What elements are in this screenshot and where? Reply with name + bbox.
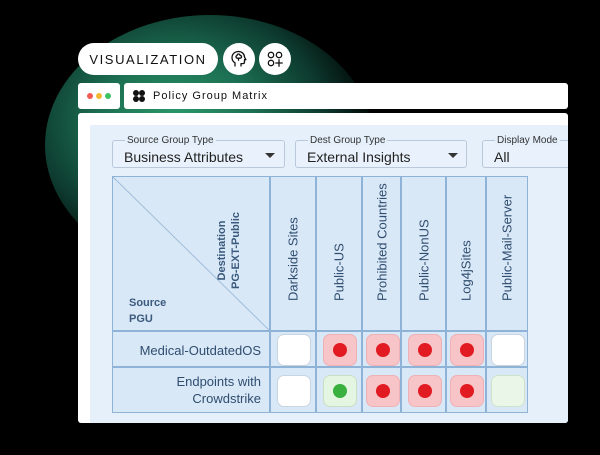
dest-group-type-dropdown[interactable]: Dest Group Type External Insights <box>295 135 467 168</box>
maximize-window-dot[interactable] <box>105 93 111 99</box>
close-window-dot[interactable] <box>87 93 93 99</box>
policy-status-lightgreen[interactable] <box>491 375 525 407</box>
matrix-cell[interactable] <box>270 367 316 413</box>
source-value: PGU <box>129 313 153 325</box>
policy-status-green[interactable] <box>323 375 357 407</box>
matrix-cell[interactable] <box>401 367 446 413</box>
column-header-label: Prohibited Countries <box>374 183 389 301</box>
minimize-window-dot[interactable] <box>96 93 102 99</box>
policy-status-empty[interactable] <box>491 334 525 366</box>
deny-dot-icon <box>418 343 432 357</box>
chevron-down-icon <box>448 153 458 158</box>
column-header-label: Log4jSites <box>458 240 474 301</box>
source-group-type-label: Source Group Type <box>125 135 216 146</box>
policy-status-red[interactable] <box>366 375 400 407</box>
policy-status-red[interactable] <box>408 375 442 407</box>
destination-label: Destination <box>216 220 228 281</box>
corner-destination: Destination PG-EXT-Public <box>215 212 243 289</box>
matrix-cell[interactable] <box>486 367 528 413</box>
matrix-corner-cell: Destination PG-EXT-Public Source PGU <box>112 176 270 331</box>
window-title: Policy Group Matrix <box>153 90 268 102</box>
column-header[interactable]: Public-NonUS <box>401 176 446 331</box>
source-label: Source <box>129 297 167 309</box>
column-header[interactable]: Darkside Sites <box>270 176 316 331</box>
display-mode-dropdown[interactable]: Display Mode All <box>482 135 568 168</box>
apps-add-icon <box>267 51 283 67</box>
deny-dot-icon <box>376 384 390 398</box>
clover-logo-icon <box>133 90 145 102</box>
matrix-cell[interactable] <box>362 331 401 367</box>
matrix-cell[interactable] <box>316 331 362 367</box>
deny-dot-icon <box>333 343 347 357</box>
policy-status-red[interactable] <box>450 375 484 407</box>
source-group-type-value: Business Attributes <box>124 149 244 165</box>
matrix-content: Source Group Type Business Attributes De… <box>90 125 568 423</box>
column-header[interactable]: Log4jSites <box>446 176 486 331</box>
window-title-bar: Policy Group Matrix <box>78 83 568 109</box>
dest-group-type-value: External Insights <box>307 149 411 165</box>
column-header[interactable]: Public-US <box>316 176 362 331</box>
column-header-label: Public-US <box>331 243 347 301</box>
row-header[interactable]: Medical-OutdatedOS <box>112 331 270 367</box>
policy-status-red[interactable] <box>323 334 357 366</box>
column-header[interactable]: Public-Mail-Server <box>486 176 528 331</box>
brain-head-icon <box>231 50 247 67</box>
deny-dot-icon <box>460 343 474 357</box>
matrix-cell[interactable] <box>316 367 362 413</box>
deny-dot-icon <box>418 384 432 398</box>
policy-status-red[interactable] <box>366 334 400 366</box>
window-controls <box>78 83 120 109</box>
policy-status-red[interactable] <box>450 334 484 366</box>
display-mode-label: Display Mode <box>495 135 560 146</box>
row-header-label: Medical-OutdatedOS <box>139 343 261 358</box>
matrix-panel: Source Group Type Business Attributes De… <box>78 113 568 423</box>
matrix-cell[interactable] <box>401 331 446 367</box>
source-group-type-dropdown[interactable]: Source Group Type Business Attributes <box>112 135 285 168</box>
column-header[interactable]: Prohibited Countries <box>362 176 401 331</box>
corner-source: Source PGU <box>129 295 166 327</box>
display-mode-value: All <box>494 149 510 165</box>
deny-dot-icon <box>460 384 474 398</box>
policy-status-red[interactable] <box>408 334 442 366</box>
policy-status-empty[interactable] <box>277 334 311 366</box>
visualization-label: VISUALIZATION <box>89 51 207 67</box>
visualization-button[interactable]: VISUALIZATION <box>78 43 218 75</box>
matrix-cell[interactable] <box>270 331 316 367</box>
chevron-down-icon <box>265 153 275 158</box>
matrix-cell[interactable] <box>486 331 528 367</box>
dest-group-type-label: Dest Group Type <box>308 135 388 146</box>
corner-diagonal <box>113 177 269 330</box>
matrix-cell[interactable] <box>446 331 486 367</box>
column-header-label: Public-Mail-Server <box>499 194 515 301</box>
column-header-label: Public-NonUS <box>416 219 431 301</box>
column-header-label: Darkside Sites <box>285 217 301 301</box>
matrix-cell[interactable] <box>446 367 486 413</box>
policy-status-empty[interactable] <box>277 375 311 407</box>
matrix-cell[interactable] <box>362 367 401 413</box>
apps-button[interactable] <box>259 43 291 75</box>
allow-dot-icon <box>333 384 347 398</box>
row-header[interactable]: Endpoints with Crowdstrike <box>112 367 270 413</box>
window-title-tab: Policy Group Matrix <box>124 83 568 109</box>
row-header-label: Endpoints with Crowdstrike <box>176 374 261 406</box>
brain-button[interactable] <box>223 43 255 75</box>
destination-value: PG-EXT-Public <box>230 211 242 289</box>
deny-dot-icon <box>376 343 390 357</box>
